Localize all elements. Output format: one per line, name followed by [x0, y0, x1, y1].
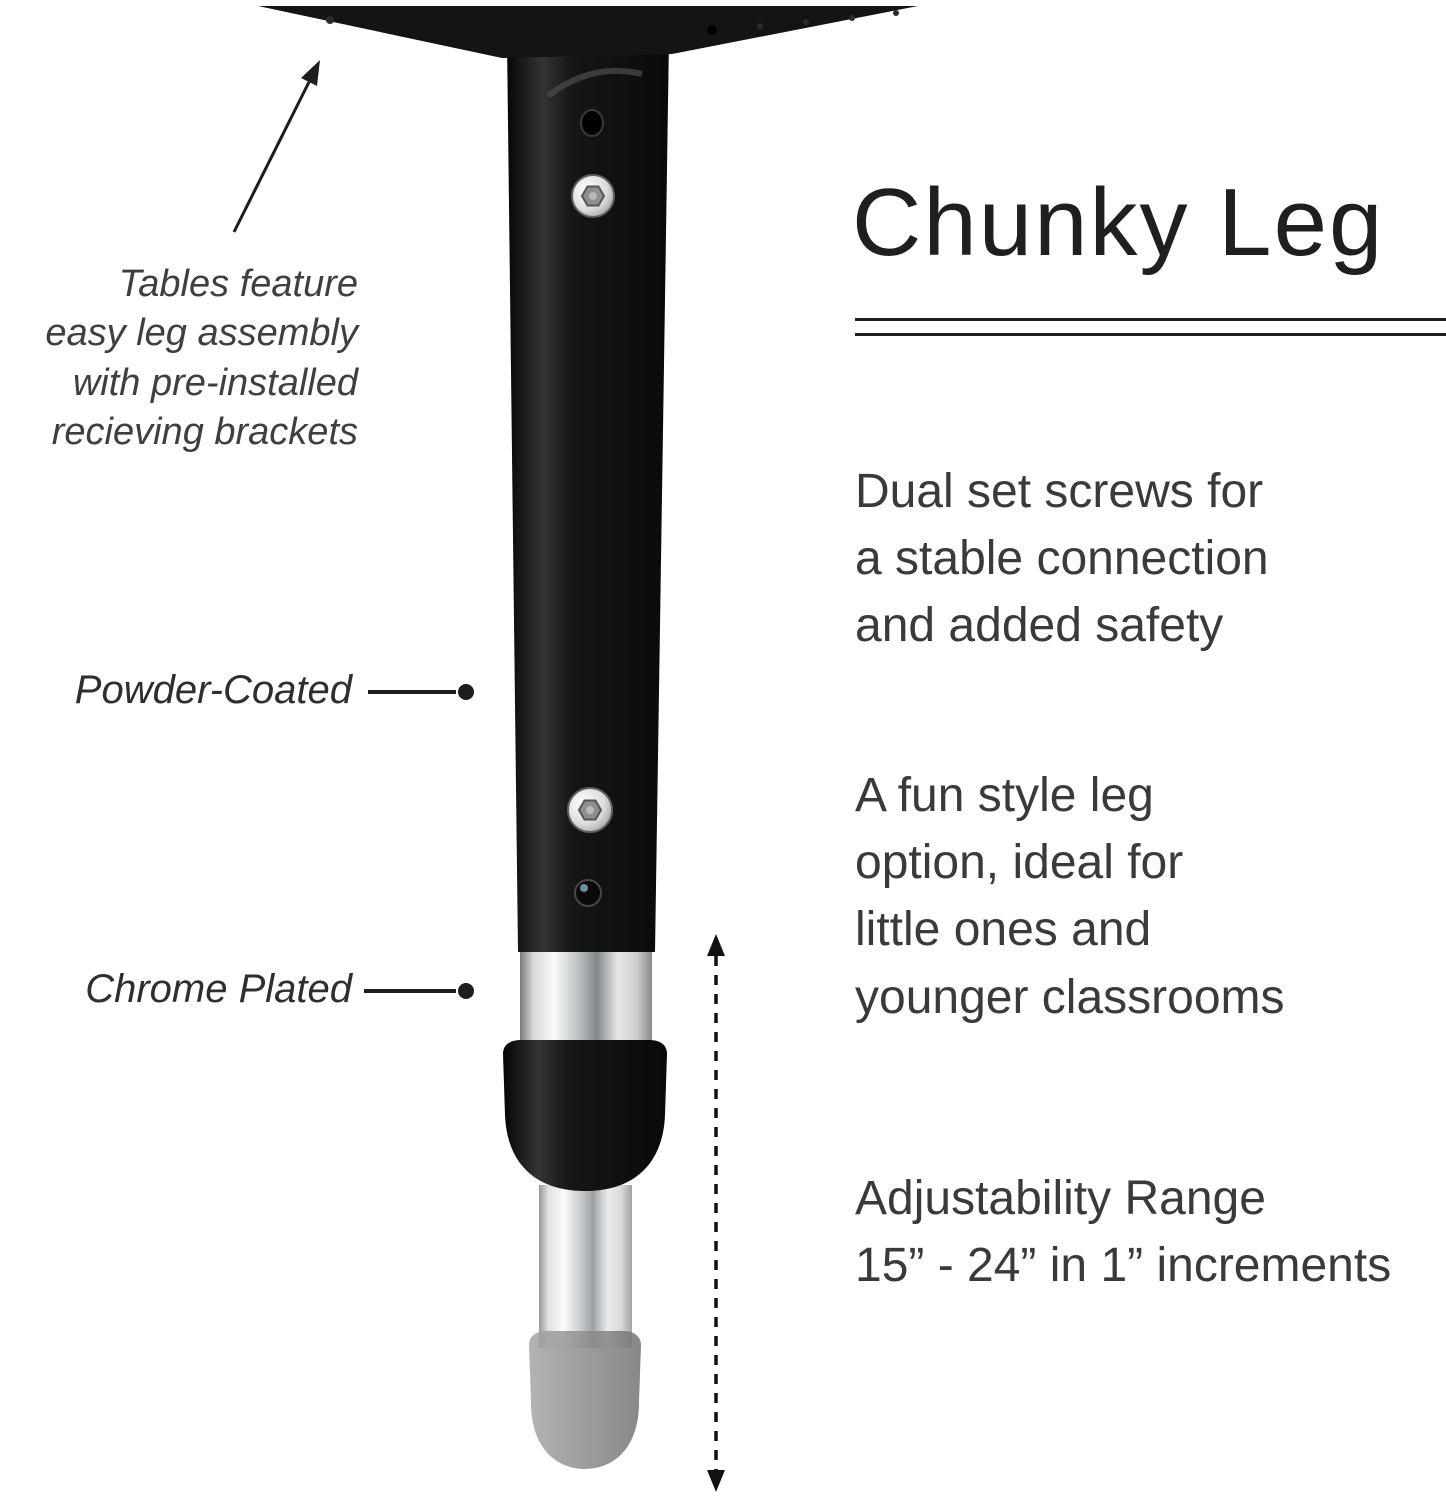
feature-adjustability-range: Adjustability Range 15” - 24” in 1” incr…: [855, 1172, 1392, 1293]
set-screw-bottom: [567, 787, 613, 833]
feature-fun-style: A fun style leg option, ideal for little…: [855, 769, 1285, 1024]
screw-hole-bottom: [574, 879, 602, 907]
leg-tube: [507, 38, 669, 952]
chrome-plated-label: Chrome Plated: [85, 967, 352, 1011]
mounting-plate: [258, 6, 918, 58]
assembly-arrow-icon: [232, 60, 320, 233]
plate-screw-holes: [326, 10, 899, 35]
range-arrow-icon: [707, 934, 725, 1492]
assembly-note: Tables feature easy leg assembly with pr…: [45, 263, 358, 454]
ghost-chrome-tube: [539, 1185, 632, 1348]
hole-glint: [580, 884, 588, 892]
tube-highlight: [546, 67, 643, 99]
title-underline: [855, 318, 1446, 336]
leader-dot: [458, 684, 474, 700]
feature-dual-set-screws: Dual set screws for a stable connection …: [855, 465, 1269, 653]
page-title: Chunky Leg: [852, 169, 1385, 276]
leader-dot: [458, 983, 474, 999]
foot-collar: [503, 1040, 667, 1191]
ghost-foot-cap: [529, 1331, 641, 1469]
screw-hole-top: [580, 109, 604, 137]
set-screw-top: [571, 174, 615, 218]
powder-coated-leader: [368, 684, 474, 700]
powder-coated-label: Powder-Coated: [74, 668, 352, 712]
chrome-plated-leader: [364, 983, 474, 999]
